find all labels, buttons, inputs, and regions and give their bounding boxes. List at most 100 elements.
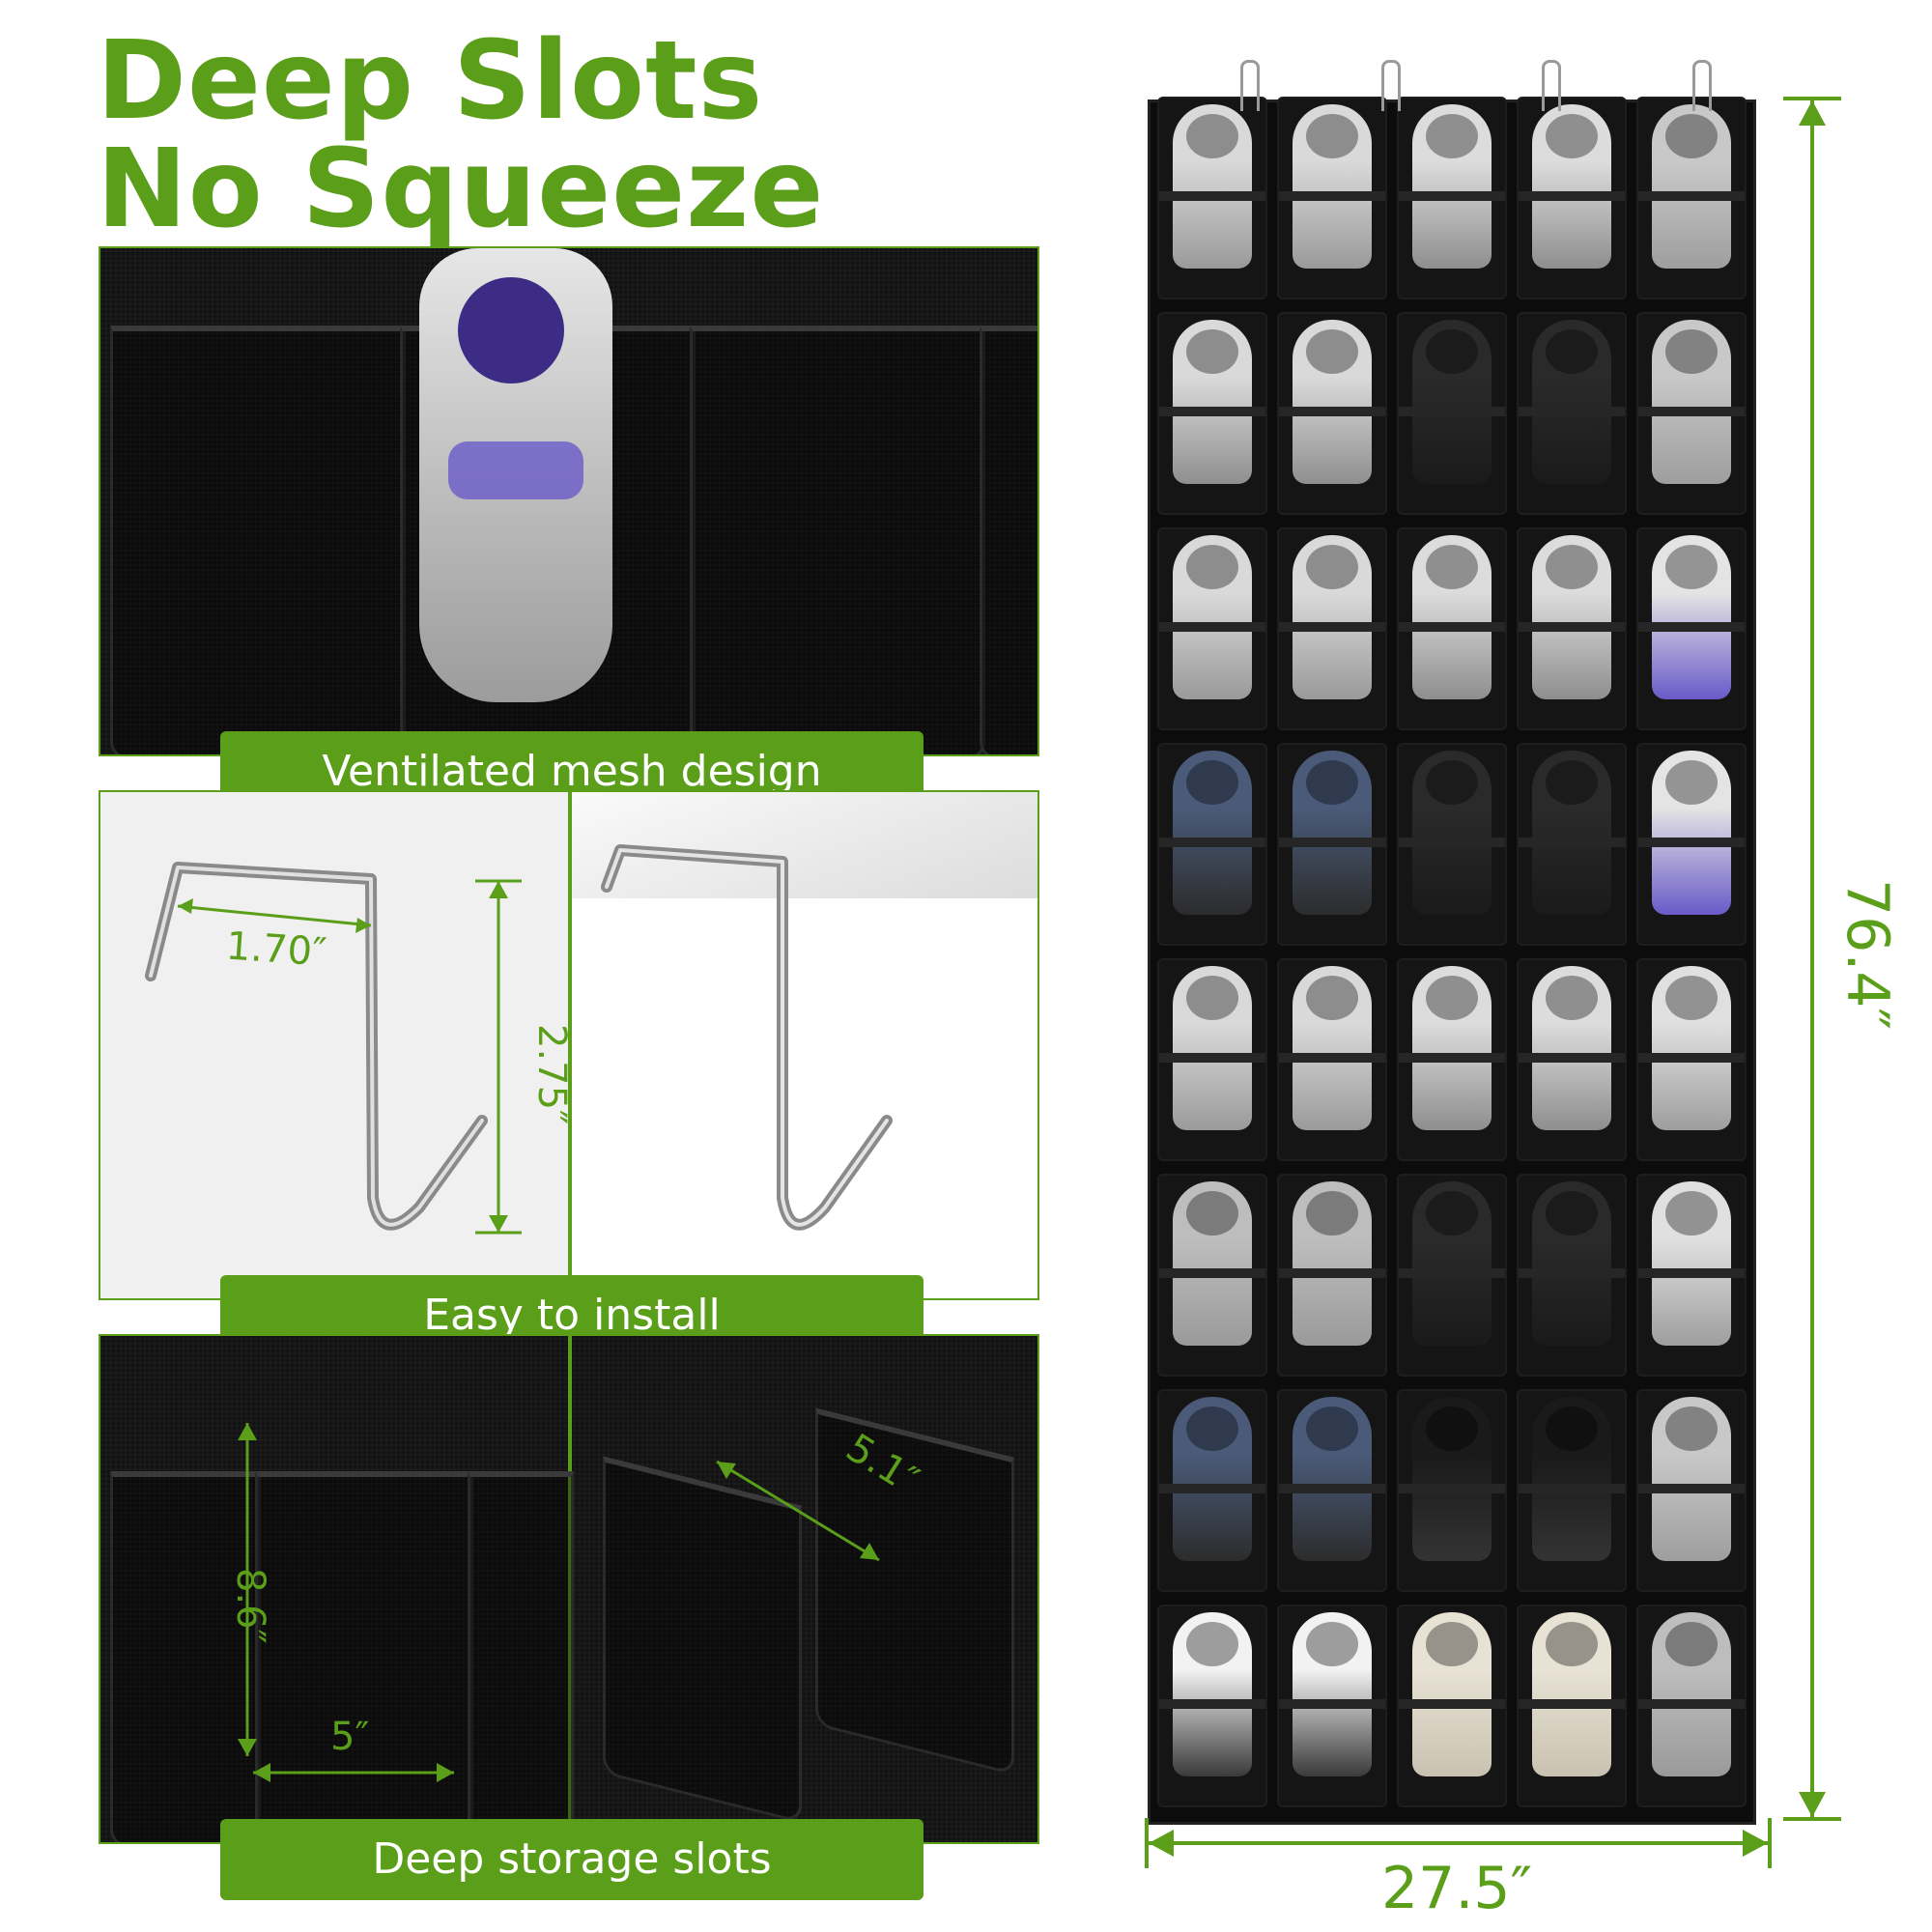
organizer-pocket xyxy=(1517,527,1627,730)
shoe-opening xyxy=(1186,545,1238,589)
shoe-opening xyxy=(1546,760,1598,805)
organizer-pocket xyxy=(1157,527,1267,730)
shoe-opening xyxy=(1186,114,1238,158)
pocket-strap xyxy=(1638,1053,1745,1063)
organizer-pocket xyxy=(1277,312,1387,515)
shoe-opening xyxy=(1306,329,1358,374)
pocket-strap xyxy=(1279,1268,1385,1278)
shoe-item xyxy=(1532,1181,1611,1346)
organizer-pocket xyxy=(1157,1174,1267,1377)
door-hook xyxy=(1542,60,1561,111)
shoe-item xyxy=(1652,751,1731,915)
pocket-strap xyxy=(1159,1699,1265,1709)
shoe-opening xyxy=(1426,1406,1478,1451)
organizer-pocket xyxy=(1397,958,1507,1161)
shoe-item xyxy=(1652,320,1731,484)
pocket-strap xyxy=(1399,1053,1505,1063)
install-panel: 1.70″ 2.75″ xyxy=(99,790,1039,1300)
mesh-pocket xyxy=(690,326,985,754)
shoe-item xyxy=(1412,1612,1492,1776)
shoe-item xyxy=(1652,104,1731,269)
pocket-strap xyxy=(1638,838,1745,847)
pocket-strap xyxy=(1519,838,1625,847)
shoe-item xyxy=(1173,1181,1252,1346)
organizer-pocket xyxy=(1157,1605,1267,1807)
pocket-strap xyxy=(1159,191,1265,201)
pocket-strap xyxy=(1519,1268,1625,1278)
shoe-item xyxy=(1293,535,1372,699)
shoe-item xyxy=(1293,751,1372,915)
organizer-pocket xyxy=(1397,1389,1507,1592)
shoe-opening xyxy=(1665,114,1718,158)
hook-height-arrowhead xyxy=(489,881,508,898)
height-arrowhead xyxy=(1799,1792,1826,1817)
organizer-pocket xyxy=(1636,312,1747,515)
storage-divider xyxy=(568,1336,572,1842)
sneaker-image xyxy=(419,248,612,702)
installed-hook-highlight xyxy=(605,848,889,1227)
organizer-pocket xyxy=(1157,97,1267,299)
slot-depth-arrowhead xyxy=(860,1543,879,1560)
sneaker-accent xyxy=(448,441,583,499)
pocket-strap xyxy=(1638,407,1745,416)
pocket-strap xyxy=(1519,407,1625,416)
shoe-item xyxy=(1293,966,1372,1130)
shoe-opening xyxy=(1306,1622,1358,1666)
pocket-strap xyxy=(1279,407,1385,416)
shoe-opening xyxy=(1546,976,1598,1020)
pocket-strap xyxy=(1638,1268,1745,1278)
organizer-pocket xyxy=(1277,1174,1387,1377)
shoe-item xyxy=(1532,751,1611,915)
slot-width-label: 5″ xyxy=(330,1715,370,1759)
organizer-pocket xyxy=(1636,1605,1747,1807)
pocket-strap xyxy=(1279,838,1385,847)
hook-width-arrow xyxy=(177,904,372,927)
shoe-opening xyxy=(1665,545,1718,589)
shoe-item xyxy=(1173,1397,1252,1561)
pocket-strap xyxy=(1159,1053,1265,1063)
organizer-pocket xyxy=(1277,958,1387,1161)
organizer-pocket xyxy=(1636,1174,1747,1377)
shoe-opening xyxy=(1665,329,1718,374)
pocket-strap xyxy=(1399,622,1505,632)
shoe-item xyxy=(1412,1397,1492,1561)
pocket-strap xyxy=(1279,191,1385,201)
shoe-item xyxy=(1173,535,1252,699)
shoe-opening xyxy=(1186,1406,1238,1451)
organizer-pocket xyxy=(1636,743,1747,946)
shoe-opening xyxy=(1186,1622,1238,1666)
headline: Deep Slots No Squeeze xyxy=(97,27,824,243)
shoe-item xyxy=(1293,1397,1372,1561)
height-arrowhead xyxy=(1799,100,1826,126)
pocket-strap xyxy=(1399,1268,1505,1278)
slot-depth-dimension xyxy=(716,1460,880,1562)
shoe-opening xyxy=(1426,329,1478,374)
shoe-item xyxy=(1293,1181,1372,1346)
organizer-pocket xyxy=(1397,97,1507,299)
shoe-item xyxy=(1652,1612,1731,1776)
shoe-item xyxy=(1412,1181,1492,1346)
slot-depth-arrow xyxy=(716,1460,880,1562)
pocket-strap xyxy=(1399,407,1505,416)
organizer-height-label: 76.4″ xyxy=(1833,879,1901,1031)
shoe-opening xyxy=(1546,545,1598,589)
organizer-pocket xyxy=(1517,1605,1627,1807)
shoe-item xyxy=(1412,966,1492,1130)
shoe-item xyxy=(1412,320,1492,484)
hook-height-arrowhead xyxy=(489,1215,508,1233)
door-top xyxy=(572,792,1037,898)
shoe-opening xyxy=(1306,760,1358,805)
shoe-opening xyxy=(1546,114,1598,158)
organizer-pocket xyxy=(1157,743,1267,946)
install-divider xyxy=(568,792,572,1298)
slot-height-arrowhead xyxy=(238,1423,257,1440)
installed-hook-shape xyxy=(601,844,893,1231)
shoe-item xyxy=(1532,1397,1611,1561)
shoe-opening xyxy=(1426,976,1478,1020)
shoe-opening xyxy=(1186,760,1238,805)
shoe-opening xyxy=(1665,1191,1718,1236)
organizer-pocket xyxy=(1277,1605,1387,1807)
organizer-pocket xyxy=(1157,958,1267,1161)
door-hook xyxy=(1692,60,1712,111)
shoe-opening xyxy=(1426,760,1478,805)
